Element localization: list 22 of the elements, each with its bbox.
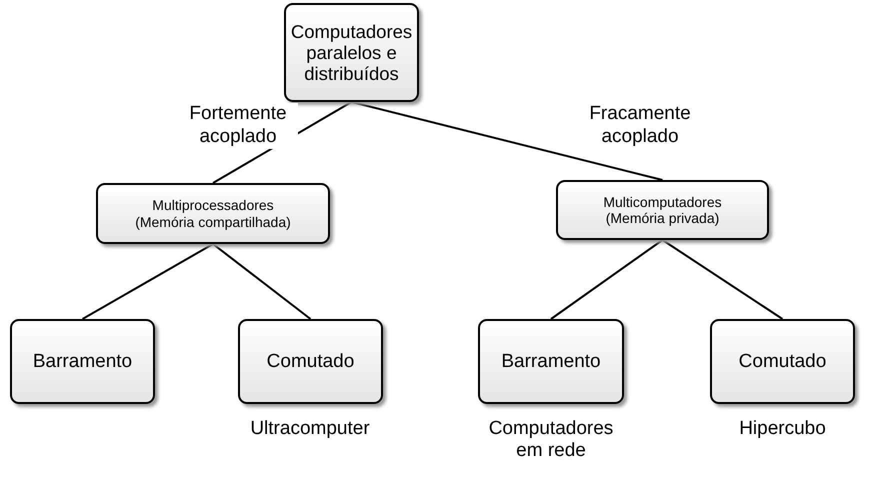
caption-text: Hipercubo (738, 418, 827, 440)
connector-line (212, 243, 312, 320)
rounded-box (284, 3, 419, 102)
node-label: Multiprocessadores (Memória compartilhada) (134, 197, 292, 230)
connector-line (550, 239, 664, 320)
connector-line (82, 243, 214, 320)
caption-text: Computadores em rede (488, 418, 614, 462)
rounded-box (238, 319, 383, 404)
rounded-box (10, 319, 155, 404)
rounded-box (478, 319, 624, 404)
rounded-box (710, 319, 855, 404)
caption-text: Ultracomputer (249, 418, 371, 440)
rounded-box (96, 183, 330, 244)
node-label: Comutado (266, 350, 354, 372)
rounded-box (556, 180, 769, 240)
connector-line (351, 101, 663, 181)
node-label: Barramento (501, 350, 601, 372)
node-label: Comutado (738, 350, 826, 372)
connector-line (662, 239, 784, 320)
node-label: Computadores paralelos e distribuídos (290, 20, 414, 84)
node-label: Multicomputadores (Memória privada) (602, 194, 723, 226)
node-label: Barramento (32, 350, 132, 372)
